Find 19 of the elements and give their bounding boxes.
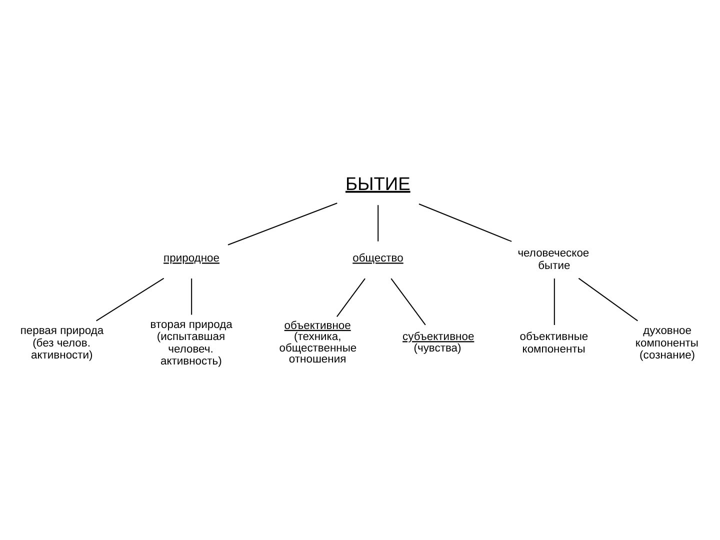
node-text: общество — [352, 252, 404, 265]
node-text: объективные компоненты — [520, 331, 588, 356]
connector — [378, 205, 379, 242]
connector — [418, 204, 512, 242]
node-text: вторая природа (испытавшая человеч. активность) — [150, 318, 232, 368]
node-text: духовное компоненты (сознание) — [635, 325, 698, 362]
connector — [96, 278, 164, 322]
connector — [554, 278, 555, 325]
node-text: первая природа (без челов. активности) — [20, 325, 104, 362]
connector — [228, 202, 338, 246]
node-text: человеческое бытие — [518, 248, 590, 272]
node-text: субъективное (чувства) — [402, 331, 474, 354]
connector — [578, 278, 638, 322]
node-text: объективное (техника, общественные отношения — [279, 320, 357, 366]
connector — [390, 278, 426, 326]
node-text: БЫТИЕ — [345, 172, 410, 194]
connector — [191, 278, 192, 315]
connector — [336, 278, 366, 317]
node-text: природное — [164, 252, 220, 265]
